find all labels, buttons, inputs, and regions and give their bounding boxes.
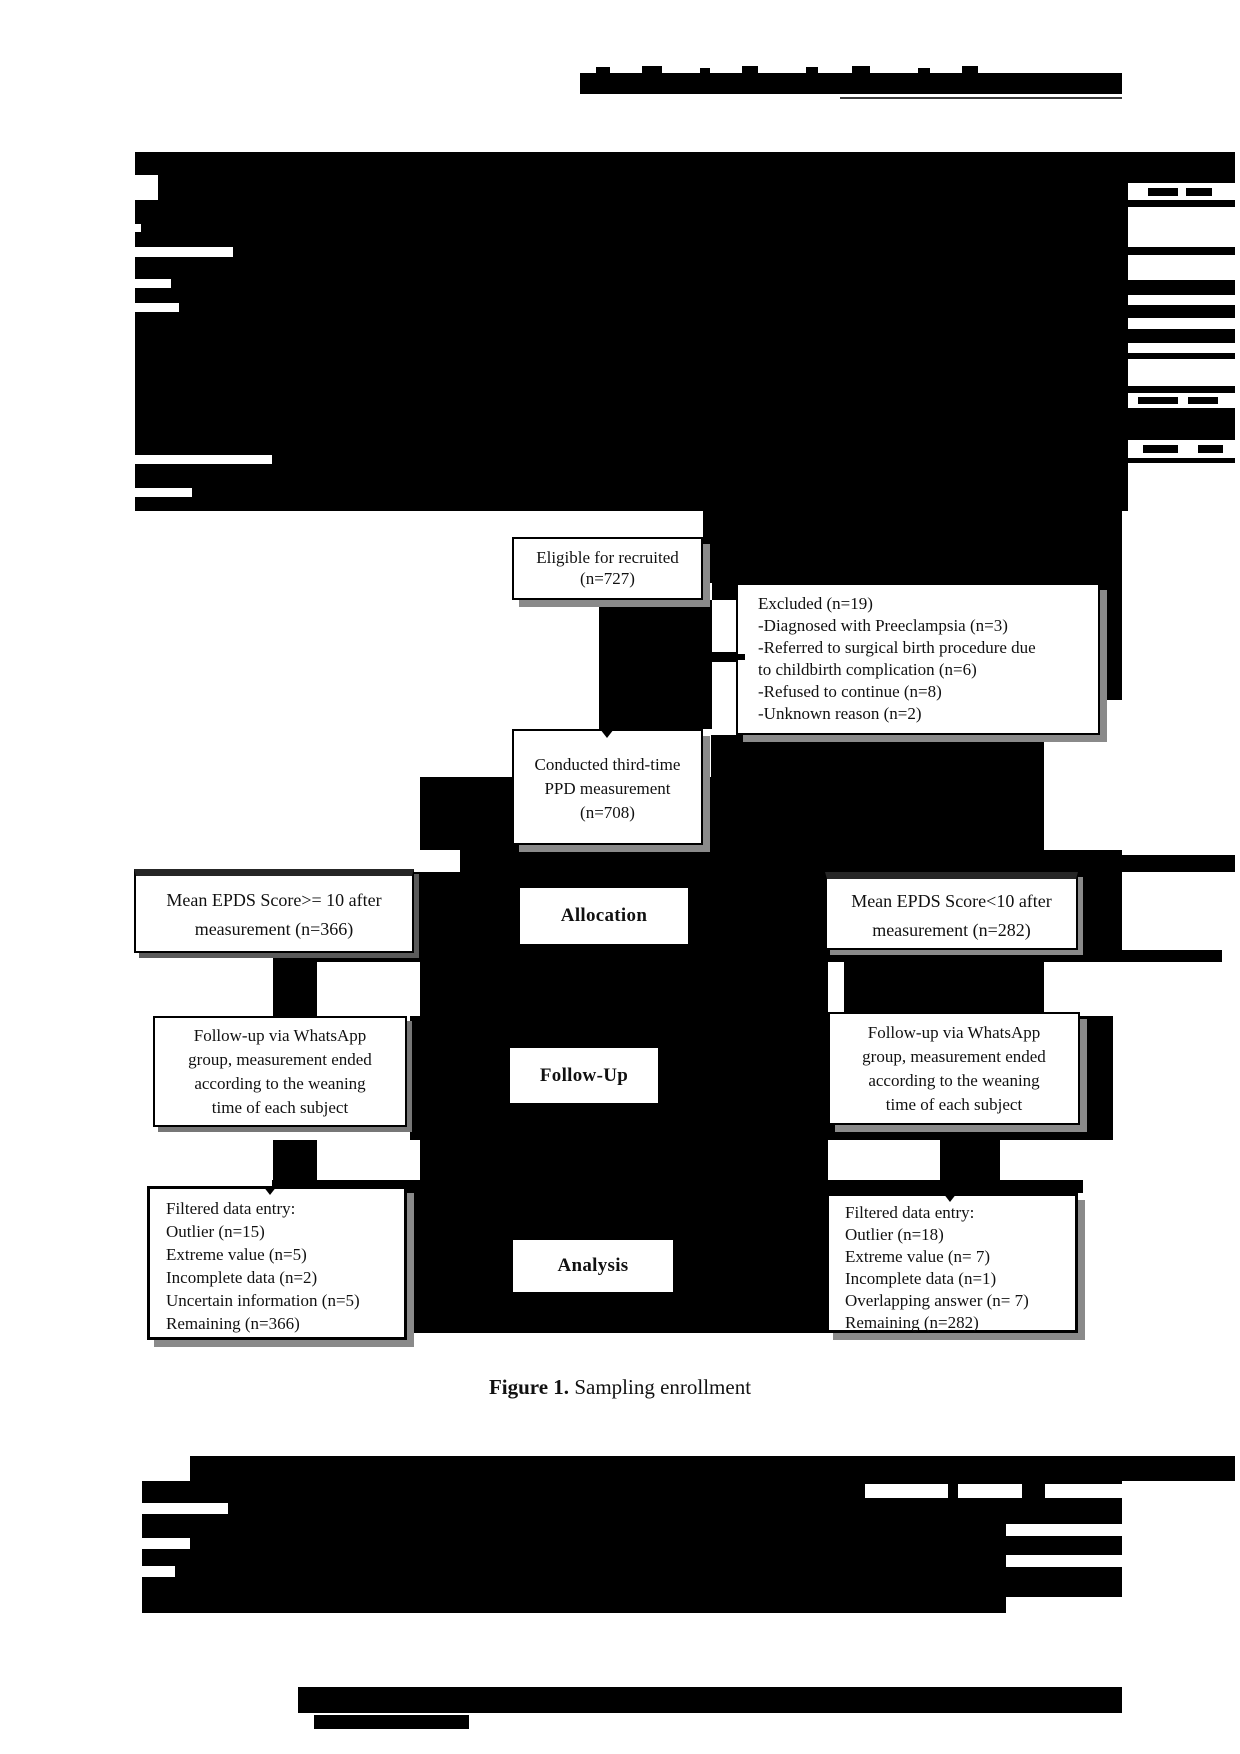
- flow-connector: [272, 1180, 1083, 1193]
- flow-connector: [273, 962, 317, 1016]
- flow-box-eligible: Eligible for recruited (n=727): [512, 537, 703, 600]
- flow-box-analysis-left: Filtered data entry: Outlier (n=15) Extr…: [147, 1186, 407, 1340]
- redaction-notch: [142, 1566, 175, 1577]
- redaction-notch: [958, 1484, 1022, 1498]
- redaction-notch: [135, 488, 192, 497]
- redaction-notch: [135, 455, 272, 464]
- redaction-notch: [135, 175, 158, 200]
- figure-caption-label: Figure 1.: [488, 1375, 570, 1399]
- flow-box-allocation-left: Mean EPDS Score>= 10 after measurement (…: [134, 869, 414, 953]
- redaction-speck: [596, 67, 610, 73]
- redaction-block-bottom: [142, 1597, 1006, 1613]
- redaction-notch: [135, 303, 179, 312]
- redaction-block-top: [135, 152, 1128, 511]
- stage-label-allocation: Allocation: [520, 888, 688, 944]
- redaction-notch: [142, 1538, 190, 1549]
- flow-connector: [712, 583, 736, 600]
- redaction-notch: [135, 247, 233, 257]
- figure-caption-text: Sampling enrollment: [569, 1375, 752, 1399]
- stage-label-followup: Follow-Up: [510, 1048, 658, 1103]
- redaction-notch: [1045, 1484, 1122, 1498]
- redaction-speck: [962, 66, 978, 73]
- flow-connector: [420, 962, 828, 1016]
- arrow-down-icon: [263, 1186, 277, 1195]
- redaction-bar-footer: [314, 1715, 469, 1729]
- flow-connector: [407, 872, 460, 950]
- flow-box-conducted: Conducted third-time PPD measurement (n=…: [512, 729, 703, 845]
- redaction-speck: [642, 66, 662, 73]
- flow-box-allocation-right: Mean EPDS Score<10 after measurement (n=…: [825, 872, 1078, 950]
- arrow-down-icon: [943, 1193, 957, 1202]
- redaction-speck: [918, 68, 930, 73]
- redaction-notch: [1006, 1524, 1122, 1536]
- redaction-speck: [806, 67, 818, 73]
- flow-connector: [712, 652, 736, 662]
- flow-box-excluded: Excluded (n=19) -Diagnosed with Preeclam…: [736, 583, 1100, 735]
- flow-connector: [273, 1140, 317, 1186]
- figure-caption: Figure 1. Sampling enrollment: [0, 1375, 1240, 1400]
- flow-connector: [273, 950, 1222, 962]
- flow-connector: [599, 600, 712, 729]
- flow-connector: [711, 735, 1044, 777]
- flow-box-followup-left: Follow-up via WhatsApp group, measuremen…: [153, 1016, 407, 1127]
- arrow-tick: [736, 654, 745, 660]
- redaction-block-bottom: [142, 1481, 1122, 1597]
- stage-label-analysis: Analysis: [513, 1240, 673, 1292]
- redaction-notch: [1006, 1555, 1122, 1567]
- header-rule: [840, 97, 1122, 99]
- flow-connector: [1093, 855, 1235, 872]
- redaction-notch: [135, 279, 171, 288]
- arrow-down-icon: [600, 729, 614, 738]
- redaction-notch: [135, 224, 141, 232]
- redaction-speck: [852, 66, 870, 73]
- redaction-column-right: [1128, 152, 1235, 463]
- flow-connector: [844, 962, 1044, 1016]
- redaction-bar-running-head: [580, 73, 1122, 94]
- redaction-bar-footer: [298, 1687, 1122, 1713]
- redaction-block-bottom: [190, 1456, 1235, 1481]
- redaction-notch: [142, 1503, 228, 1514]
- redaction-speck: [742, 66, 758, 73]
- redaction-speck: [700, 68, 710, 73]
- flow-box-analysis-right: Filtered data entry: Outlier (n=18) Extr…: [826, 1193, 1078, 1333]
- flow-connector: [703, 511, 1122, 583]
- redaction-notch: [865, 1484, 948, 1498]
- flow-box-followup-right: Follow-up via WhatsApp group, measuremen…: [828, 1012, 1080, 1125]
- flow-connector: [1100, 583, 1122, 700]
